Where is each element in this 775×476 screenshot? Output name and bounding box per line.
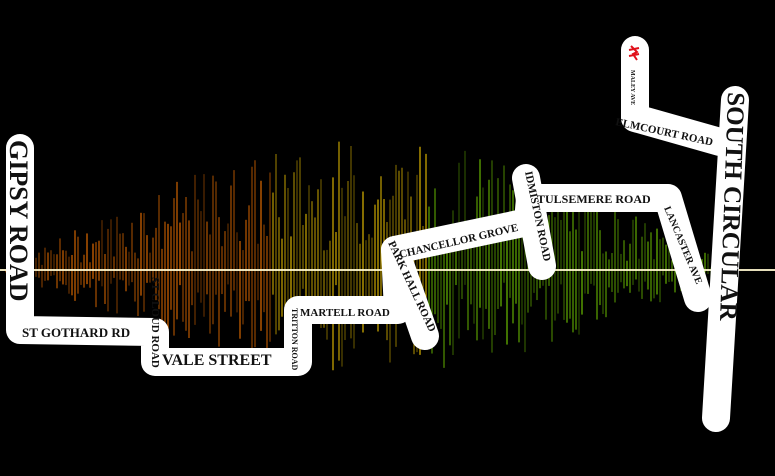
label-martell-road: MARTELL ROAD (300, 307, 390, 319)
label-tulsemere-road: TULSEMERE ROAD (537, 192, 651, 206)
label-tritton-road: TRITTON ROAD (290, 308, 299, 371)
label-st-gothard-rd: ST GOTHARD RD (22, 325, 130, 340)
label-south-circular: SOUTH CIRCULAR (714, 92, 749, 322)
label-vale-street: VALE STREET (162, 352, 272, 369)
label-gipsy-road: GIPSY ROAD (4, 140, 33, 302)
route-path (6, 36, 749, 432)
label-st-cloud-road: ST CLOUD ROAD (149, 277, 161, 368)
label-maley-ave: MALEY AVE (629, 70, 635, 105)
national-rail-icon (628, 45, 640, 61)
